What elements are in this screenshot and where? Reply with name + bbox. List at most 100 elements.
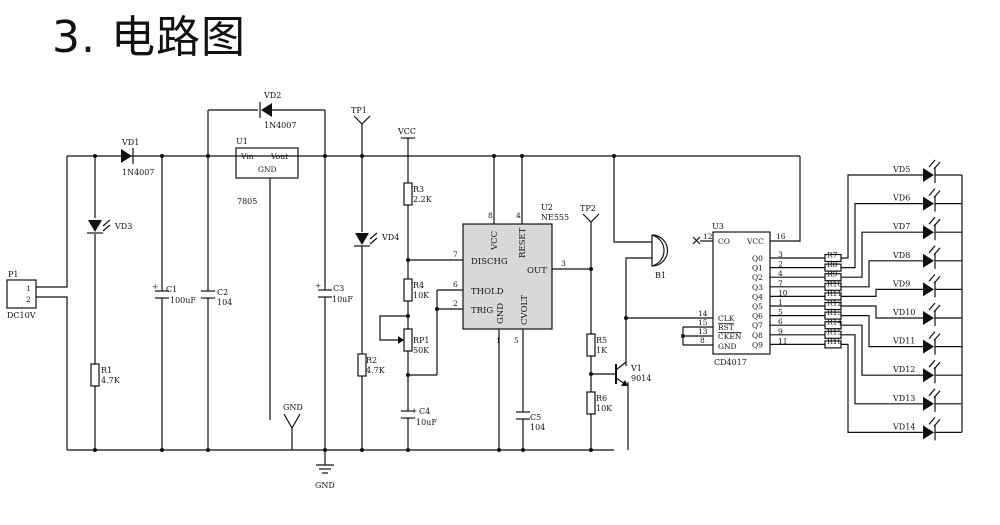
- led-label-vd8: VD8: [892, 251, 910, 260]
- u1-gnd: GND: [258, 165, 277, 174]
- r4-value: 10K: [413, 291, 430, 300]
- r4-ref: R4: [413, 281, 424, 290]
- led-light-ray: [933, 390, 941, 399]
- u3-output-q0: Q0: [752, 254, 763, 263]
- u2-ref: U2: [541, 203, 553, 212]
- u3-pin13: 13: [698, 327, 708, 336]
- led-wire-vd5: [841, 174, 923, 259]
- led-vd14-icon: [923, 425, 934, 440]
- u3-output-pin-10: 10: [778, 288, 788, 297]
- v1-value: 9014: [631, 374, 651, 383]
- led-label-vd13: VD13: [892, 394, 915, 403]
- r2-ref: R2: [366, 356, 377, 365]
- u3-pin16: 16: [776, 232, 786, 241]
- c4-plus-icon: +: [411, 406, 417, 415]
- u2-pin5: 5: [514, 336, 519, 345]
- resistor-label-r13: R13: [827, 308, 842, 317]
- capacitor-c5: C5 104: [516, 411, 545, 432]
- u3-output-pin-7: 7: [778, 279, 783, 288]
- u2-trig: TRIG: [471, 306, 493, 316]
- diode-vd2: VD2 1N4007: [259, 91, 296, 130]
- u2-out: OUT: [527, 266, 547, 276]
- r3-value: 2.2K: [413, 195, 433, 204]
- p1-ref: P1: [8, 270, 18, 279]
- led-vd10-icon: [923, 311, 934, 325]
- buzzer-b1: B1: [651, 234, 669, 280]
- led-vd4: VD4: [354, 232, 399, 247]
- u1-ref: U1: [236, 137, 248, 146]
- led-wire-vd8: [841, 260, 923, 288]
- tp1-ref: TP1: [351, 106, 367, 115]
- regulator-u1: U1 Vin Vout GND 7805: [235, 137, 299, 206]
- resistor-label-r14: R14: [827, 318, 842, 327]
- u3-output-q6: Q6: [752, 312, 763, 321]
- ic-u3-cd4017: U3 CD4017 CO VCC CLK RST CKEN GND 12 16 …: [692, 222, 825, 367]
- led-label-vd6: VD6: [892, 194, 910, 203]
- u1-value: 7805: [237, 197, 257, 206]
- u3-output-pin-4: 4: [778, 269, 783, 278]
- led-vd5-icon: [923, 168, 934, 182]
- u2-gnd: GND: [496, 303, 506, 324]
- capacitor-c3: + C3 10uF: [315, 281, 353, 304]
- junctions: [93, 154, 685, 452]
- u3-gnd: GND: [718, 342, 737, 351]
- ground-bottom: GND: [315, 464, 335, 490]
- u2-pin1: 1: [496, 336, 501, 345]
- vd1-ref: VD1: [121, 138, 139, 147]
- vcc-symbol: VCC: [397, 127, 416, 139]
- u3-output-q1: Q1: [752, 264, 763, 273]
- led-light-ray: [933, 333, 941, 341]
- vcc-label: VCC: [397, 127, 416, 136]
- led-label-vd14: VD14: [892, 422, 915, 431]
- led-light-ray: [928, 331, 936, 339]
- u2-pin6: 6: [453, 280, 458, 289]
- u3-output-q2: Q2: [752, 273, 763, 282]
- r3-ref: R3: [413, 185, 424, 194]
- u3-pin14: 14: [698, 309, 708, 318]
- testpoint-tp2: TP2: [580, 204, 600, 223]
- led-light-ray: [933, 247, 941, 256]
- r1-ref: R1: [101, 366, 112, 375]
- u3-output-pin-3: 3: [778, 250, 783, 259]
- led-wire-vd10: [841, 305, 923, 319]
- u2-pin7: 7: [453, 250, 458, 259]
- u2-cvolt: CVOLT: [520, 295, 530, 325]
- led-label-vd10: VD10: [892, 308, 915, 317]
- led-light-ray: [933, 419, 941, 427]
- u3-vcc: VCC: [746, 237, 764, 246]
- u3-clk: CLK: [718, 314, 735, 323]
- vd4-ref: VD4: [381, 233, 399, 242]
- led-wire-vd11: [841, 315, 923, 348]
- led-light-ray: [933, 190, 941, 198]
- rp1-value: 50K: [413, 346, 430, 355]
- u3-output-q4: Q4: [752, 292, 763, 301]
- testpoint-tp1: TP1: [351, 106, 371, 125]
- led-light-ray: [928, 245, 936, 254]
- r5-value: 1K: [596, 346, 608, 355]
- u3-output-q7: Q7: [752, 321, 763, 330]
- resistor-r5: R5 1K: [586, 333, 608, 357]
- u2-pin4: 4: [516, 211, 521, 220]
- u3-co: CO: [718, 237, 730, 246]
- diode-vd1: VD1 1N4007: [121, 138, 154, 177]
- resistor-label-r15: R15: [827, 327, 842, 336]
- led-light-ray: [928, 302, 936, 311]
- led-vd3: VD3: [87, 219, 132, 234]
- led-label-vd11: VD11: [892, 337, 915, 346]
- led-label-vd9: VD9: [892, 279, 910, 288]
- u3-output-pin-6: 6: [778, 317, 783, 326]
- led-vd11-icon: [923, 339, 934, 354]
- led-light-ray: [933, 304, 941, 313]
- led-vd13-icon: [923, 396, 934, 411]
- u3-ref: U3: [712, 222, 724, 231]
- u2-pin2: 2: [453, 299, 458, 308]
- led-wire-vd9: [841, 288, 923, 297]
- b1-ref: B1: [655, 271, 666, 280]
- u2-thold: THOLD: [471, 287, 504, 297]
- c4-ref: C4: [419, 407, 430, 416]
- u2-pin3: 3: [561, 259, 566, 268]
- resistor-label-r10: R10: [827, 279, 842, 288]
- gnd-bottom-label: GND: [315, 481, 335, 490]
